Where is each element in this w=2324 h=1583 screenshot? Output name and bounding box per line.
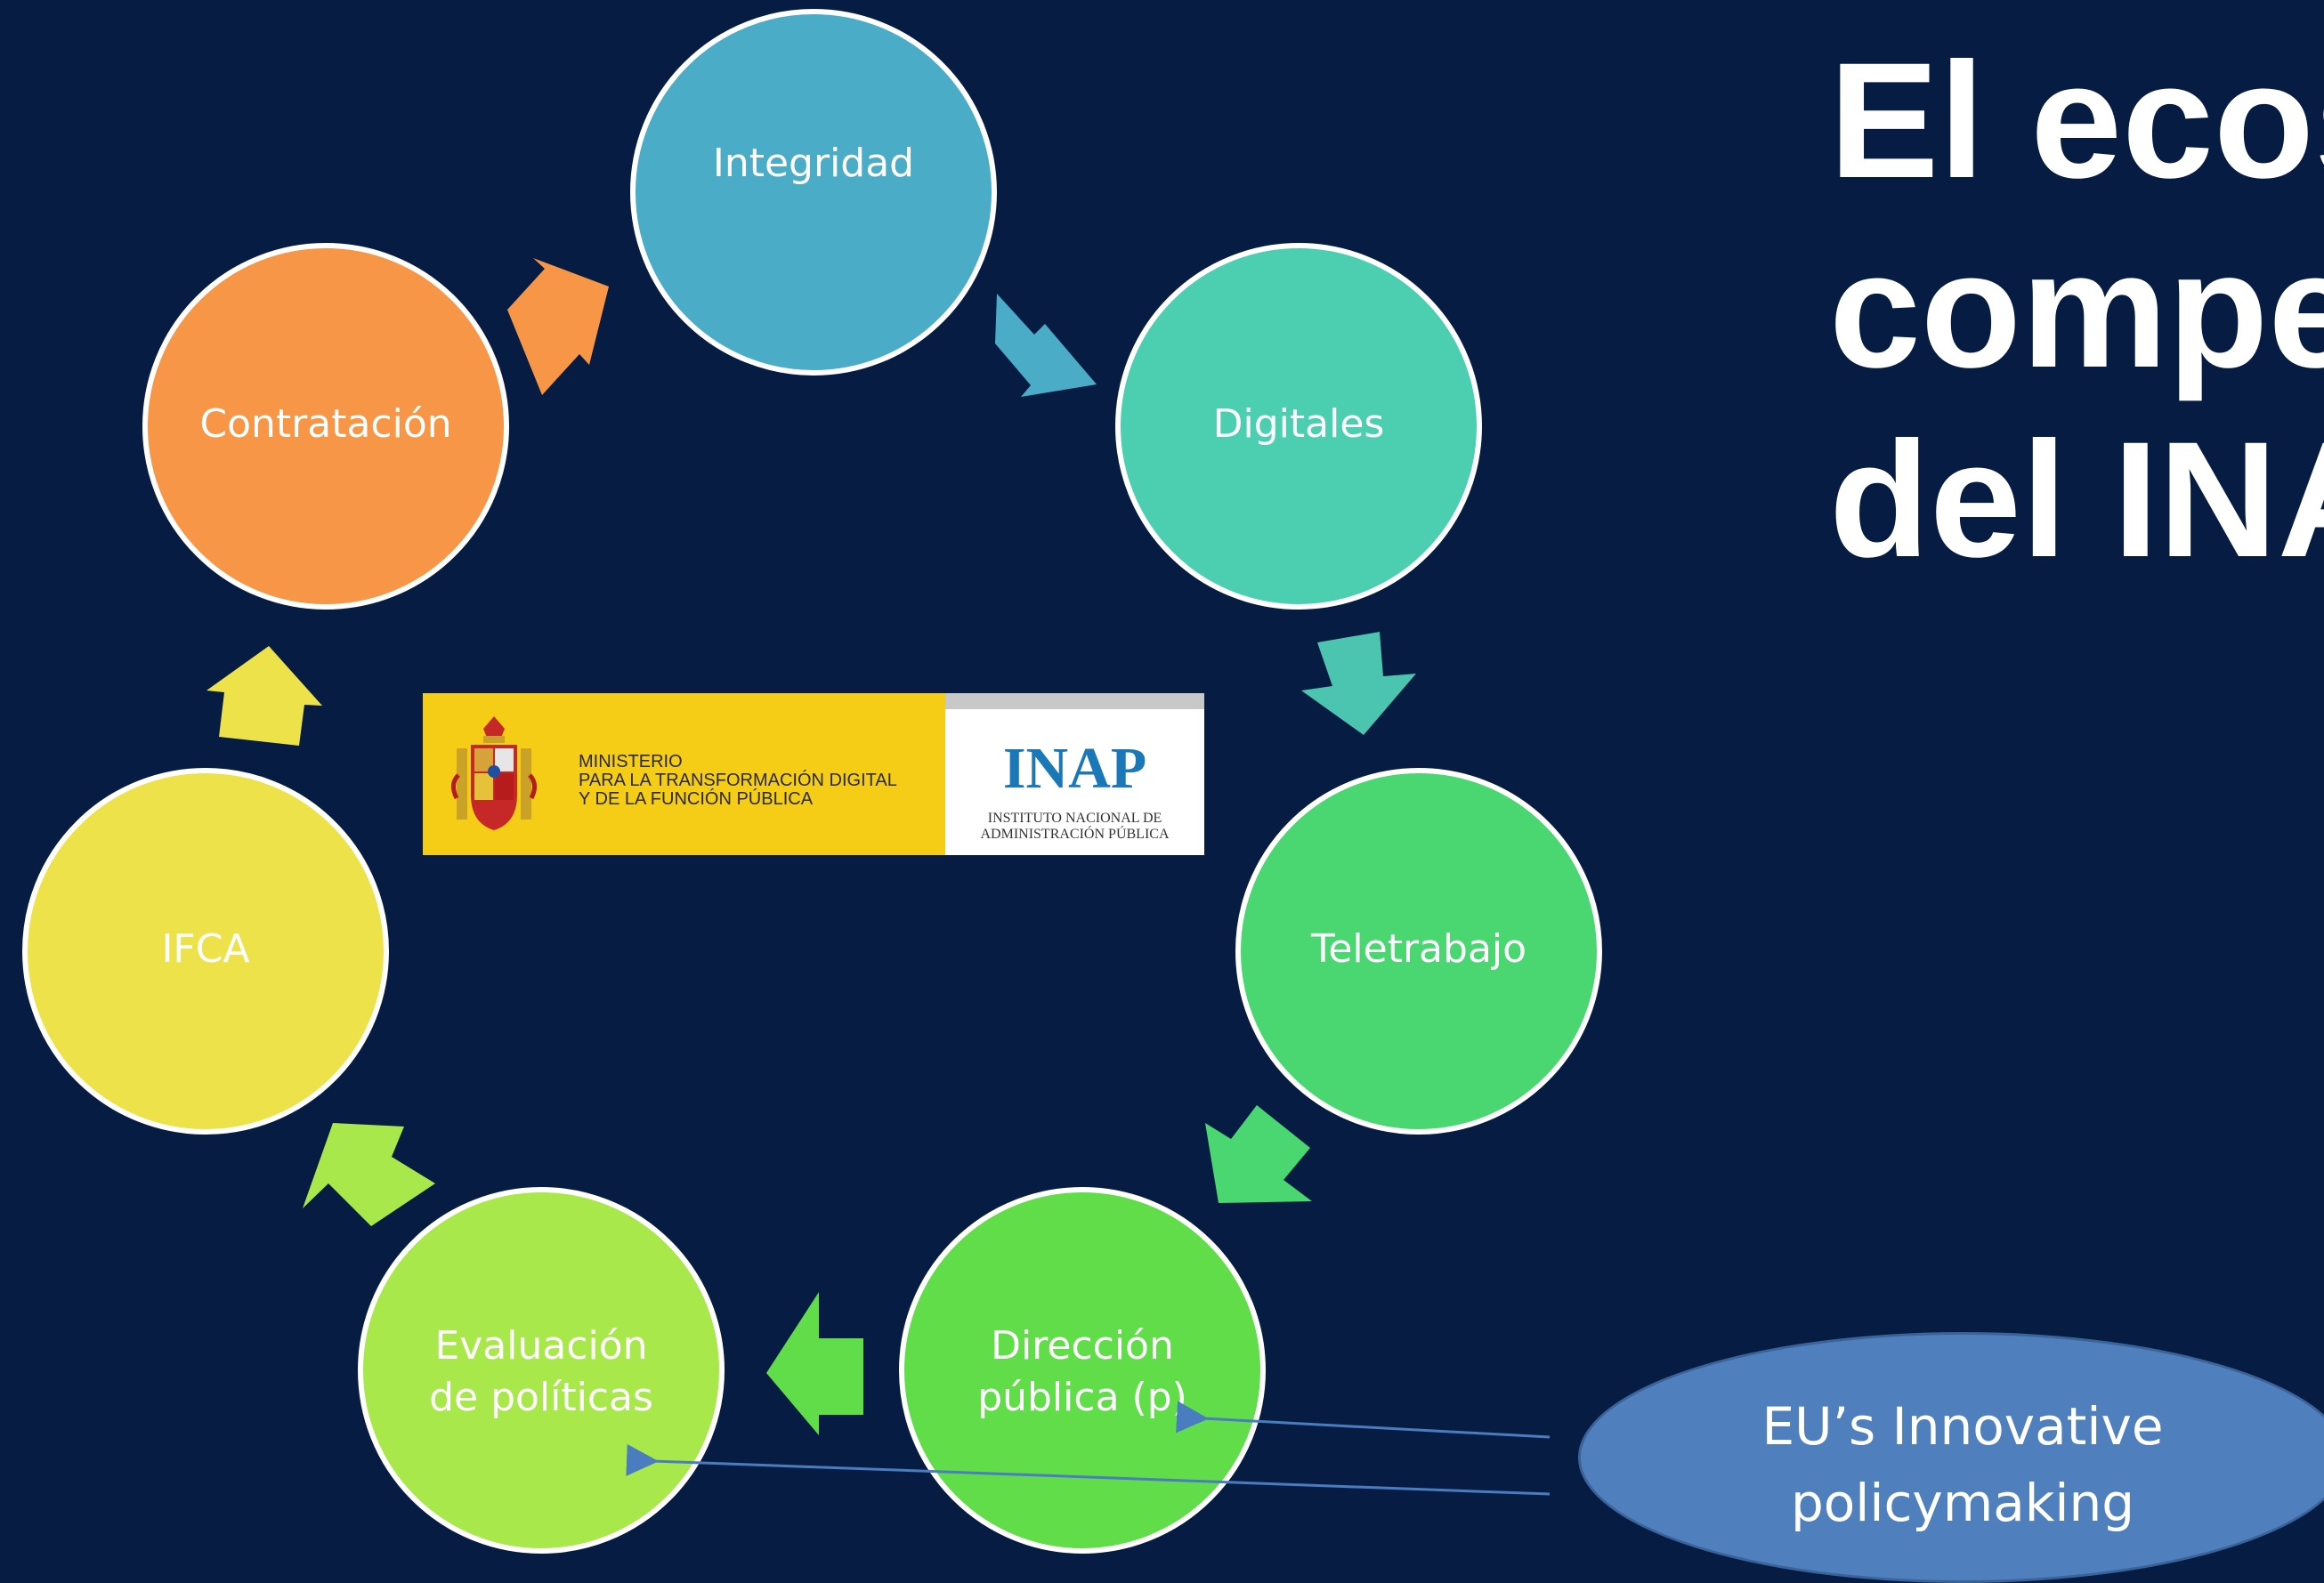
arrow-digitales-to-teletrabajo — [1301, 632, 1416, 735]
node-circle — [899, 1187, 1266, 1554]
inap-subtitle: INSTITUTO NACIONAL DE ADMINISTRACIÓN PÚB… — [980, 811, 1170, 842]
node-label-line2: de políticas — [429, 1375, 653, 1420]
arrow-evaluacion-to-ifca — [303, 1123, 435, 1226]
node-integridad: Integridad — [630, 9, 997, 376]
node-teletrabajo: Teletrabajo — [1235, 768, 1602, 1135]
arrow-integridad-to-digitales — [995, 294, 1097, 397]
callout-connectors — [626, 1401, 1551, 1496]
node-circle — [1115, 243, 1482, 610]
node-digitales: Digitales — [1115, 243, 1482, 610]
node-label: Contratación — [199, 401, 451, 447]
title-line-3: del INA — [1829, 408, 2324, 592]
node-circle — [358, 1187, 725, 1554]
coat-of-arms-icon — [451, 716, 537, 830]
inap-wordmark: INAP — [1002, 736, 1147, 801]
node-direccion-publica: Dirección pública (p) — [899, 1187, 1266, 1554]
ministry-inap-logo: MINISTERIO PARA LA TRANSFORMACIÓN DIGITA… — [423, 693, 1204, 855]
connector-to-evaluacion — [626, 1443, 1551, 1496]
callout-line-1: EU’s Innovative — [1761, 1396, 2164, 1457]
callout-line-2: policymaking — [1790, 1473, 2135, 1533]
arrow-contratacion-to-integridad — [507, 258, 609, 395]
connector-to-direccion — [1176, 1401, 1551, 1439]
node-circle — [1235, 768, 1602, 1135]
node-label: Teletrabajo — [1310, 926, 1526, 972]
ministry-logo-panel: MINISTERIO PARA LA TRANSFORMACIÓN DIGITA… — [423, 693, 945, 855]
title-line-1: El ecos — [1829, 29, 2324, 213]
node-circle — [142, 243, 509, 610]
inap-logo-panel: INAP INSTITUTO NACIONAL DE ADMINISTRACIÓ… — [945, 693, 1204, 855]
callout-text: EU’s Innovative policymaking — [1578, 1388, 2324, 1541]
arrow-teletrabajo-to-direccion — [1205, 1105, 1312, 1203]
arrow-ifca-to-contratacion — [206, 646, 322, 746]
slide-title: El ecos compet del INA — [1829, 27, 2324, 595]
cycle-arrows — [206, 258, 1416, 1435]
node-label-line1: Dirección — [991, 1323, 1174, 1369]
node-label: IFCA — [161, 926, 249, 972]
title-line-2: compet — [1829, 219, 2324, 402]
node-evaluacion-politicas: Evaluación de políticas — [358, 1187, 725, 1554]
node-circle — [22, 768, 389, 1135]
node-contratacion: Contratación — [142, 243, 509, 610]
node-circle — [630, 9, 997, 376]
arrow-direccion-to-evaluacion — [766, 1292, 863, 1435]
callout-ellipse — [1578, 1332, 2324, 1583]
node-label: Digitales — [1213, 401, 1385, 447]
node-label-line2: pública (p) — [977, 1375, 1187, 1420]
node-label-line1: Evaluación — [434, 1323, 647, 1369]
node-ifca: IFCA — [22, 768, 389, 1135]
ministry-name: MINISTERIO PARA LA TRANSFORMACIÓN DIGITA… — [579, 752, 897, 809]
node-label: Integridad — [713, 141, 914, 186]
